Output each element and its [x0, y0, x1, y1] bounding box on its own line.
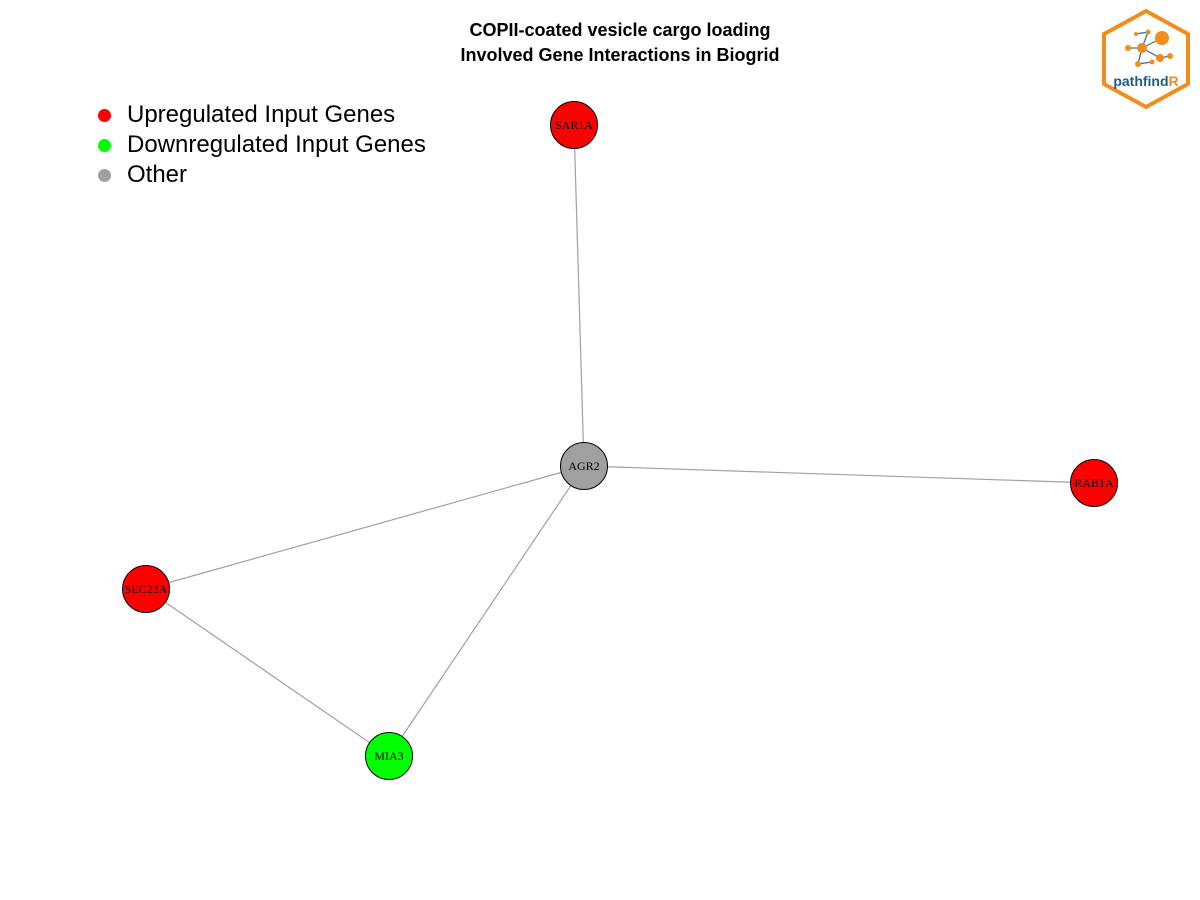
edge-layer — [145, 124, 1095, 757]
chart-title: COPII-coated vesicle cargo loading Invol… — [0, 18, 1200, 68]
node-sec23a: SEC23A — [122, 565, 170, 613]
legend-dot-downregulated — [98, 138, 111, 152]
title-line-1: COPII-coated vesicle cargo loading — [469, 20, 771, 40]
logo-text: pathfindR — [1113, 73, 1178, 89]
legend-dot-other — [98, 168, 111, 182]
logo-network-nodes — [1125, 29, 1173, 67]
legend-item-downregulated: Downregulated Input Genes — [98, 130, 426, 160]
node-label-sar1a: SAR1A — [555, 118, 593, 132]
node-sar1a: SAR1A — [550, 101, 598, 149]
node-circle-agr2 — [560, 442, 608, 490]
legend-label-upregulated: Upregulated Input Genes — [127, 101, 396, 128]
node-agr2: AGR2 — [560, 442, 608, 490]
legend-item-other: Other — [98, 160, 426, 190]
edge-agr2-mia3 — [388, 465, 585, 757]
title-line-2: Involved Gene Interactions in Biogrid — [460, 45, 780, 65]
pathfindr-logo: pathfindR — [1102, 8, 1190, 110]
legend-label-other: Other — [127, 161, 188, 188]
node-circle-sec23a — [122, 565, 170, 613]
node-circle-sar1a — [550, 101, 598, 149]
node-circle-rab1a — [1070, 459, 1118, 507]
node-label-sec23a: SEC23A — [125, 582, 168, 596]
legend-item-upregulated: Upregulated Input Genes — [98, 100, 426, 130]
edge-agr2-rab1a — [583, 465, 1095, 484]
node-label-rab1a: RAB1A — [1074, 476, 1114, 490]
logo-text-accent: R — [1169, 73, 1179, 89]
node-label-agr2: AGR2 — [568, 459, 599, 473]
node-rab1a: RAB1A — [1070, 459, 1118, 507]
node-label-mia3: MIA3 — [374, 749, 403, 763]
legend: Upregulated Input Genes Downregulated In… — [98, 100, 426, 190]
edge-sar1a-agr2 — [573, 124, 585, 467]
legend-label-downregulated: Downregulated Input Genes — [127, 131, 426, 158]
node-mia3: MIA3 — [365, 732, 413, 780]
logo-text-main: pathfind — [1113, 73, 1168, 89]
edge-sec23a-mia3 — [145, 588, 390, 757]
legend-dot-upregulated — [98, 108, 111, 122]
node-circle-mia3 — [365, 732, 413, 780]
logo-hexagon — [1102, 8, 1190, 110]
edge-agr2-sec23a — [145, 465, 585, 590]
